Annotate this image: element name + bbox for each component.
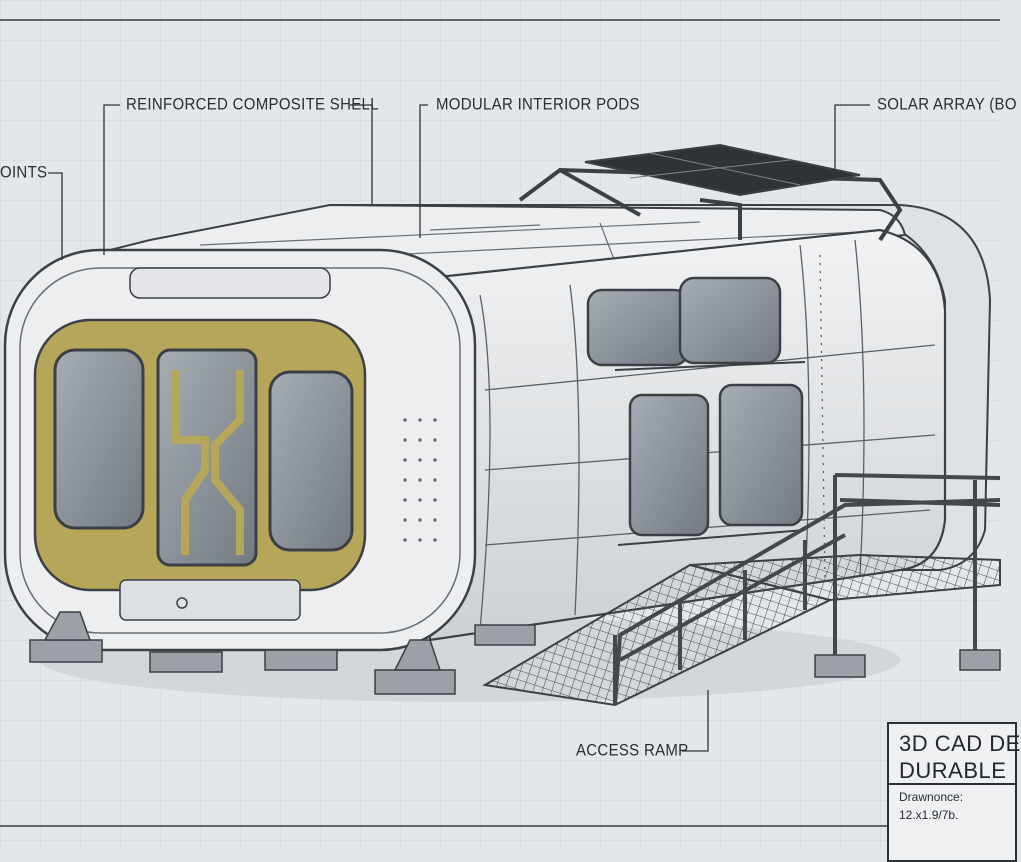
window-upper-left <box>586 288 690 367</box>
callout-reinforced-shell: REINFORCED COMPOSITE SHELL <box>126 95 379 114</box>
title-block-line-1: 3D CAD DE <box>899 731 1021 756</box>
callout-solar-array: SOLAR ARRAY (BO <box>877 95 1017 114</box>
title-block: 3D CAD DE DURABLE Drawnonce: 12.x1.9/7b. <box>887 722 1021 862</box>
callout-modular-pods: MODULAR INTERIOR PODS <box>436 95 640 114</box>
leader-solar <box>834 104 870 175</box>
leader-joints <box>48 172 63 260</box>
leader-ramp <box>682 690 709 752</box>
front-window-right <box>268 370 354 552</box>
callout-joints: OINTS <box>0 163 48 182</box>
solar-array <box>518 143 903 242</box>
blueprint-drawing <box>0 0 1001 850</box>
window-upper-right <box>678 276 782 365</box>
access-ramp <box>482 473 1001 707</box>
title-block-divider <box>889 783 1015 785</box>
leader-pods <box>419 104 428 238</box>
title-block-line-2: DURABLE <box>899 758 1007 783</box>
side-windows <box>586 276 806 546</box>
solar-panel <box>584 143 861 197</box>
sheet-border <box>0 19 1000 827</box>
window-lower-left <box>628 393 710 537</box>
drawn-label: Drawnonce: <box>899 790 964 804</box>
drawn-value: 12.x1.9/7b. <box>899 808 959 822</box>
roof-seams <box>199 221 861 276</box>
rivets <box>403 418 437 542</box>
leader-shell <box>103 104 373 255</box>
front-window-left <box>53 348 145 530</box>
support-feet <box>29 611 1001 695</box>
leader-lines <box>48 104 870 752</box>
callout-access-ramp: ACCESS RAMP <box>576 741 689 760</box>
front-end-cap <box>3 248 477 652</box>
window-lower-right <box>718 383 804 527</box>
